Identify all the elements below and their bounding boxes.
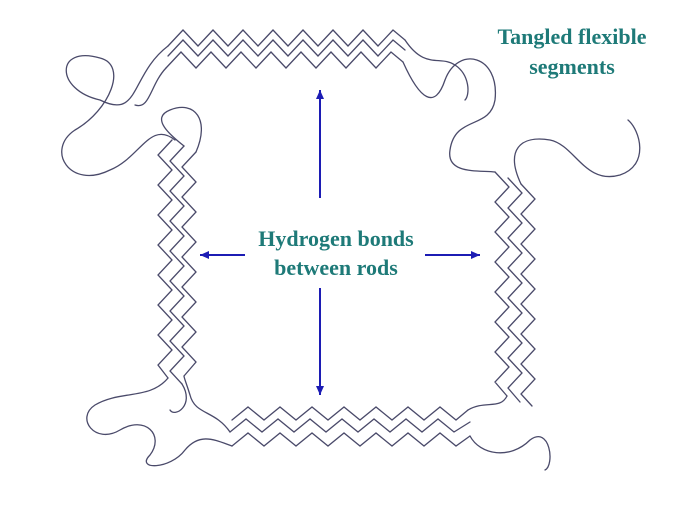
- flexible-segments: [61, 39, 641, 471]
- corner-label-line1: Tangled flexible: [498, 24, 647, 49]
- flex-segment-top-right-2: [404, 39, 469, 101]
- flex-segment-left-upper: [160, 106, 202, 153]
- flex-segment-bottom-left-3: [183, 375, 231, 433]
- corner-label-line2: segments: [529, 54, 615, 79]
- flex-segment-right-outer: [513, 119, 641, 185]
- rigid-rods: [157, 29, 536, 447]
- flex-segment-top-left: [61, 45, 176, 177]
- flex-segment-bottom-right-2: [467, 395, 508, 411]
- flex-segment-bottom-left-2: [169, 383, 187, 413]
- hydrogen-bond-arrows: [200, 90, 480, 395]
- flex-segment-top-left-2: [134, 67, 167, 107]
- center-label-line1: Hydrogen bonds: [258, 226, 414, 251]
- center-label-line2: between rods: [274, 255, 398, 280]
- rod-top: [165, 29, 406, 69]
- rod-bottom: [229, 406, 471, 447]
- flex-segment-bottom-left: [86, 377, 233, 467]
- rod-left: [157, 139, 197, 385]
- flex-segment-top-right: [402, 58, 496, 173]
- flex-segment-bottom-right: [469, 435, 551, 471]
- rod-right: [494, 171, 536, 407]
